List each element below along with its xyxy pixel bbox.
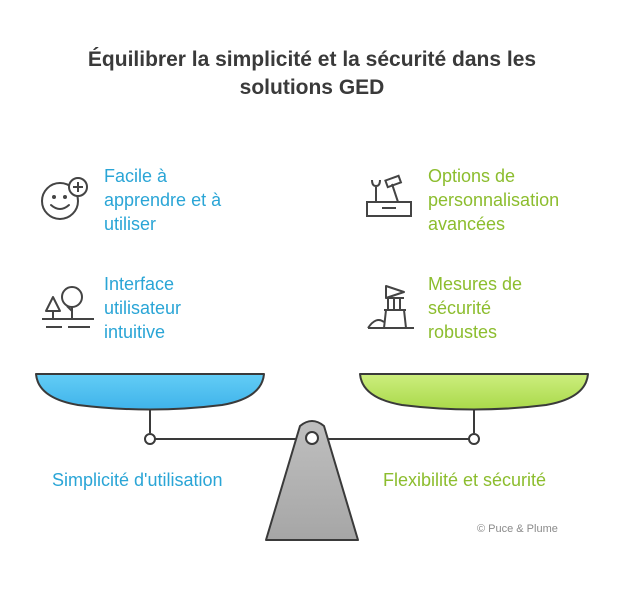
- title-line-2: solutions GED: [239, 76, 385, 99]
- smiley-plus-icon: [41, 177, 88, 220]
- left-side-label: Simplicité d'utilisation: [52, 470, 223, 490]
- item-security-measures: Mesures de sécurité robustes: [428, 274, 523, 342]
- toolbox-icon: [366, 174, 412, 217]
- left-pan: [35, 373, 265, 411]
- trees-landscape-icon: [42, 286, 94, 328]
- diagram-title: Équilibrer la simplicité et la sécurité …: [0, 46, 624, 102]
- item-custom-options: Options de personnalisation avancées: [428, 166, 560, 234]
- item-easy-to-learn: Facile à apprendre et à utiliser: [104, 166, 222, 234]
- right-side-label: Flexibilité et sécurité: [383, 470, 547, 490]
- right-pan: [359, 373, 589, 411]
- lighthouse-icon: [367, 285, 414, 329]
- scale-fulcrum: [265, 420, 359, 541]
- item-intuitive-interface: Interface utilisateur intuitive: [104, 274, 182, 342]
- title-line-1: Équilibrer la simplicité et la sécurité …: [87, 48, 537, 71]
- credit-text: © Puce & Plume: [477, 523, 558, 535]
